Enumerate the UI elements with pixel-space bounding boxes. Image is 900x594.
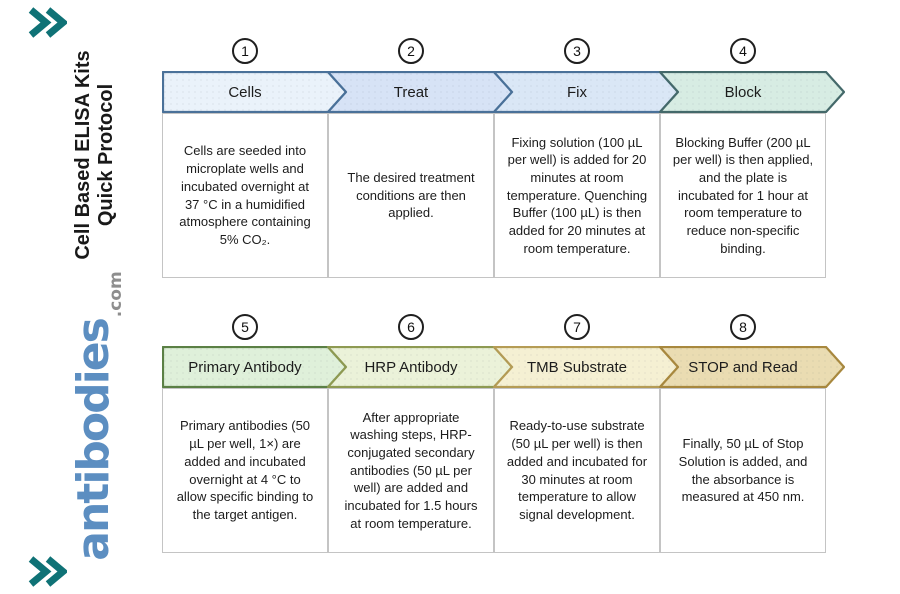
step-number: 3	[573, 43, 581, 59]
step-description: Blocking Buffer (200 µL per well) is the…	[672, 134, 814, 256]
step-description-box: Ready-to-use substrate (50 µL per well) …	[494, 388, 660, 553]
step-label: Treat	[328, 71, 494, 113]
step-description-box: Finally, 50 µL of Stop Solution is added…	[660, 388, 826, 553]
step-label-text: Fix	[567, 83, 587, 101]
step-label: Cells	[162, 71, 328, 113]
step-description: After appropriate washing steps, HRP-con…	[344, 409, 478, 531]
step-number: 5	[241, 319, 249, 335]
step-label-text: Cells	[228, 83, 262, 101]
arrow-bands-row1	[162, 71, 845, 113]
step-description-box: Fixing solution (100 µL per well) is add…	[494, 113, 660, 278]
step-label: HRP Antibody	[328, 346, 494, 388]
double-chevron-icon	[28, 7, 67, 38]
step-label-text: TMB Substrate	[526, 358, 628, 376]
step-label: Primary Antibody	[162, 346, 328, 388]
double-chevron-icon	[28, 556, 67, 587]
step-description: Fixing solution (100 µL per well) is add…	[506, 134, 648, 256]
step-label: TMB Substrate	[494, 346, 660, 388]
step-label: STOP and Read	[660, 346, 826, 388]
page-title-line2: Quick Protocol	[95, 83, 117, 227]
step-label-text: Treat	[393, 83, 429, 101]
page-title-line1: Cell Based ELISA Kits	[72, 50, 94, 260]
step-number-badge: 8	[730, 314, 756, 340]
band-texture	[660, 72, 844, 112]
step-label-text: HRP Antibody	[364, 358, 458, 376]
step-label-text: STOP and Read	[688, 358, 798, 376]
page-title: Cell Based ELISA Kits Quick Protocol	[72, 45, 122, 265]
step-label: Fix	[494, 71, 660, 113]
step-label-text: Block	[724, 83, 762, 101]
step-number-badge: 6	[398, 314, 424, 340]
step-description-box: Primary antibodies (50 µL per well, 1×) …	[162, 388, 328, 553]
step-number: 7	[573, 319, 581, 335]
step-number: 1	[241, 43, 249, 59]
step-number-badge: 7	[564, 314, 590, 340]
step-number-badge: 2	[398, 38, 424, 64]
step-label: Block	[660, 71, 826, 113]
step-description: Cells are seeded into microplate wells a…	[179, 143, 311, 247]
step-number-badge: 1	[232, 38, 258, 64]
band-texture	[494, 347, 678, 387]
step-description: The desired treatment conditions are the…	[347, 169, 475, 221]
step-number: 2	[407, 43, 415, 59]
band-texture	[494, 72, 678, 112]
band-texture	[328, 347, 512, 387]
step-number-badge: 3	[564, 38, 590, 64]
step-number-badge: 4	[730, 38, 756, 64]
step-number: 4	[739, 43, 747, 59]
band-texture	[328, 72, 512, 112]
step-label-text: Primary Antibody	[188, 358, 302, 376]
step-description-box: Blocking Buffer (200 µL per well) is the…	[660, 113, 826, 278]
band-texture	[660, 347, 844, 387]
step-number: 8	[739, 319, 747, 335]
step-description-box: The desired treatment conditions are the…	[328, 113, 494, 278]
arrow-bands-row2	[162, 346, 845, 388]
step-number: 6	[407, 319, 415, 335]
step-description: Finally, 50 µL of Stop Solution is added…	[678, 436, 808, 505]
step-description-box: After appropriate washing steps, HRP-con…	[328, 388, 494, 553]
step-description: Ready-to-use substrate (50 µL per well) …	[506, 418, 648, 522]
band-texture	[163, 347, 346, 387]
step-number-badge: 5	[232, 314, 258, 340]
brand-logo-suffix: .com	[106, 271, 126, 318]
step-description: Primary antibodies (50 µL per well, 1×) …	[176, 418, 314, 522]
band-texture	[163, 72, 346, 112]
brand-logo: antibodies.com	[68, 246, 126, 586]
step-description-box: Cells are seeded into microplate wells a…	[162, 113, 328, 278]
brand-logo-text: antibodies	[68, 319, 119, 561]
